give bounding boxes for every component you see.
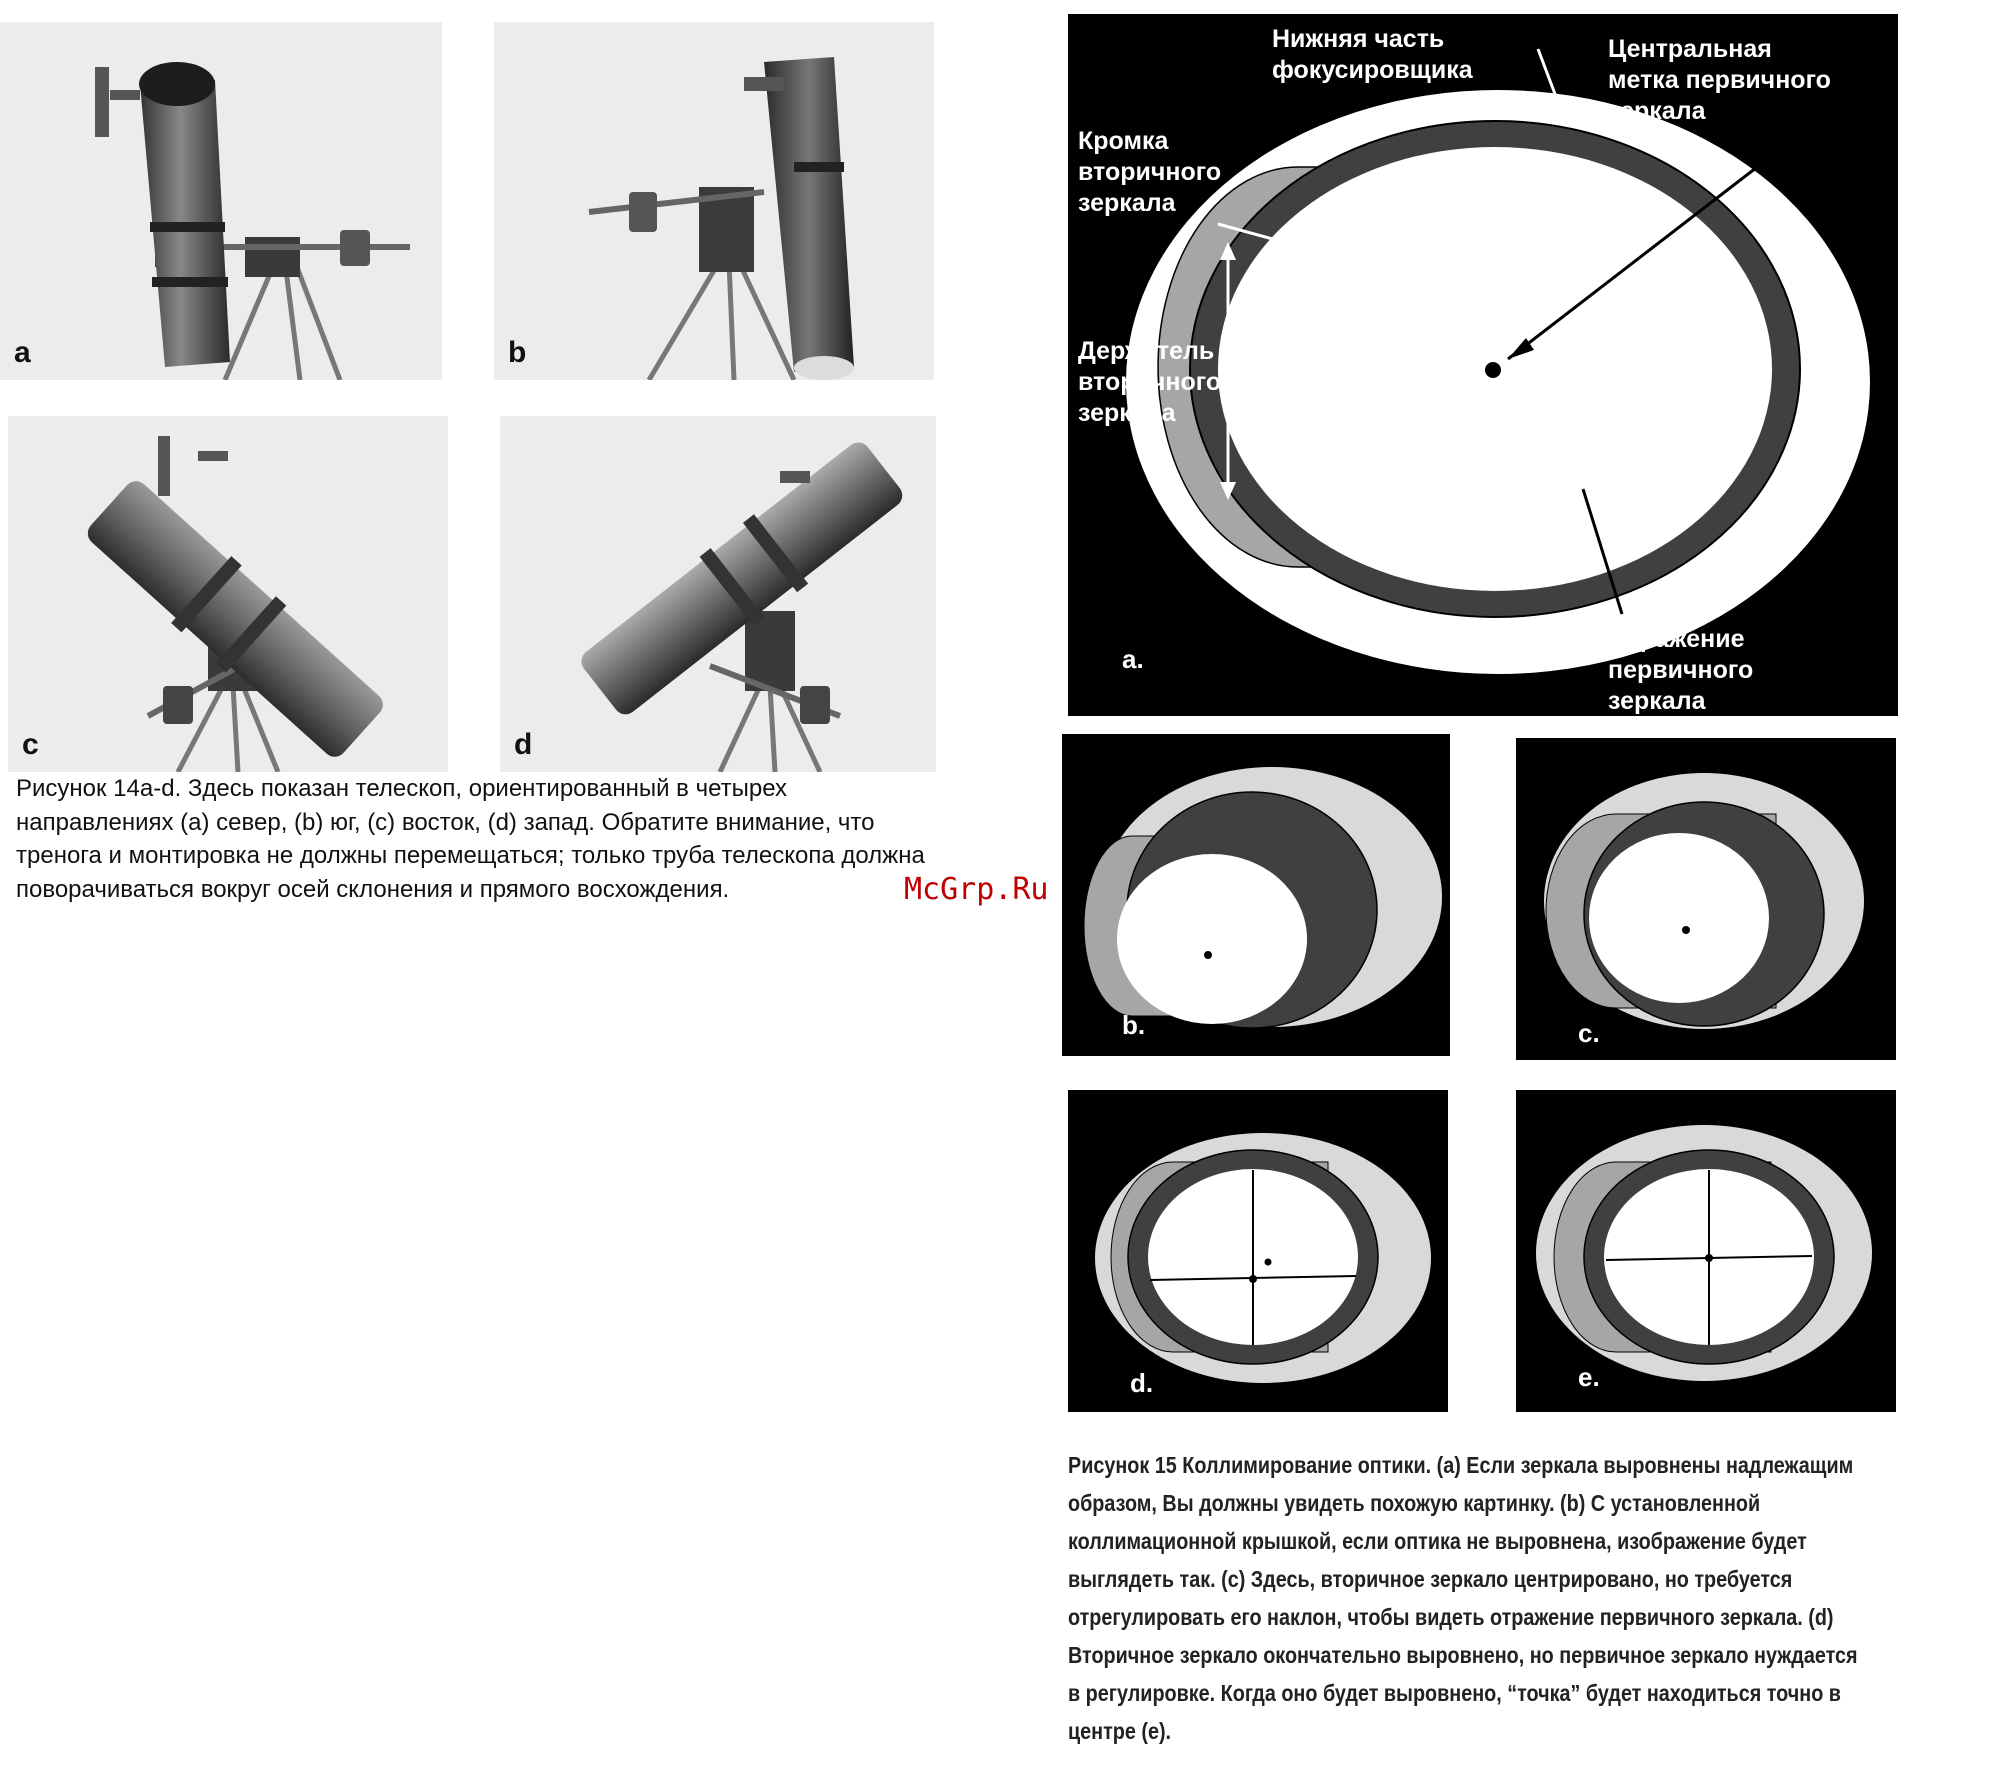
collimation-diagram-c: c. bbox=[1516, 738, 1896, 1060]
photo-letter-d: d bbox=[514, 728, 533, 761]
telescope-south-illustration bbox=[588, 57, 854, 380]
collimation-diagram-b: b. bbox=[1062, 734, 1450, 1056]
collimation-diagram-d: d. bbox=[1068, 1090, 1448, 1412]
telescope-north-illustration bbox=[95, 62, 410, 380]
photo-letter-c: c bbox=[22, 728, 39, 761]
label-primary-reflection: Отражение первичного зеркала bbox=[1608, 625, 1754, 715]
diagram-letter-e: e. bbox=[1578, 1362, 1600, 1392]
telescope-photo-c: c bbox=[8, 416, 448, 772]
collimation-diagram-a: Нижняя часть фокусировщика Центральная м… bbox=[1068, 14, 1898, 716]
diagram-letter-a: a. bbox=[1122, 644, 1144, 674]
collimation-diagram-c-graphic bbox=[1544, 773, 1864, 1029]
label-secondary-holder: Держатель вторичного зеркала bbox=[1078, 337, 1222, 427]
figure-14-caption: Рисунок 14a-d. Здесь показан телескоп, о… bbox=[16, 775, 925, 903]
telescope-photo-d: d bbox=[500, 416, 936, 772]
figure-15-caption: Рисунок 15 Коллимирование оптики. (a) Ес… bbox=[1068, 1452, 1858, 1744]
telescope-west-illustration bbox=[581, 442, 903, 772]
label-focuser-bottom: Нижняя часть фокусировщика bbox=[1272, 25, 1473, 84]
photo-letter-a: a bbox=[14, 336, 31, 369]
label-primary-center-mark: Центральная метка первичного зеркала bbox=[1608, 35, 1831, 125]
diagram-letter-c: c. bbox=[1578, 1018, 1600, 1048]
collimation-diagram-b-graphic bbox=[1083, 767, 1442, 1029]
collimation-diagram-a-graphic bbox=[1126, 48, 1870, 674]
diagram-letter-b: b. bbox=[1122, 1010, 1146, 1040]
telescope-photo-b: b bbox=[494, 22, 934, 380]
diagram-letter-d: d. bbox=[1130, 1368, 1154, 1398]
photo-letter-b: b bbox=[508, 336, 527, 369]
telescope-east-illustration bbox=[87, 436, 383, 772]
label-secondary-edge: Кромка вторичного зеркала bbox=[1078, 127, 1222, 217]
telescope-photo-a: a bbox=[0, 22, 442, 380]
collimation-diagram-e-graphic bbox=[1536, 1125, 1872, 1381]
collimation-diagram-d-graphic bbox=[1095, 1133, 1431, 1383]
site-watermark: McGrp.Ru bbox=[904, 872, 1049, 907]
primary-center-mark bbox=[1485, 362, 1501, 378]
collimation-diagram-e: e. bbox=[1516, 1090, 1896, 1412]
